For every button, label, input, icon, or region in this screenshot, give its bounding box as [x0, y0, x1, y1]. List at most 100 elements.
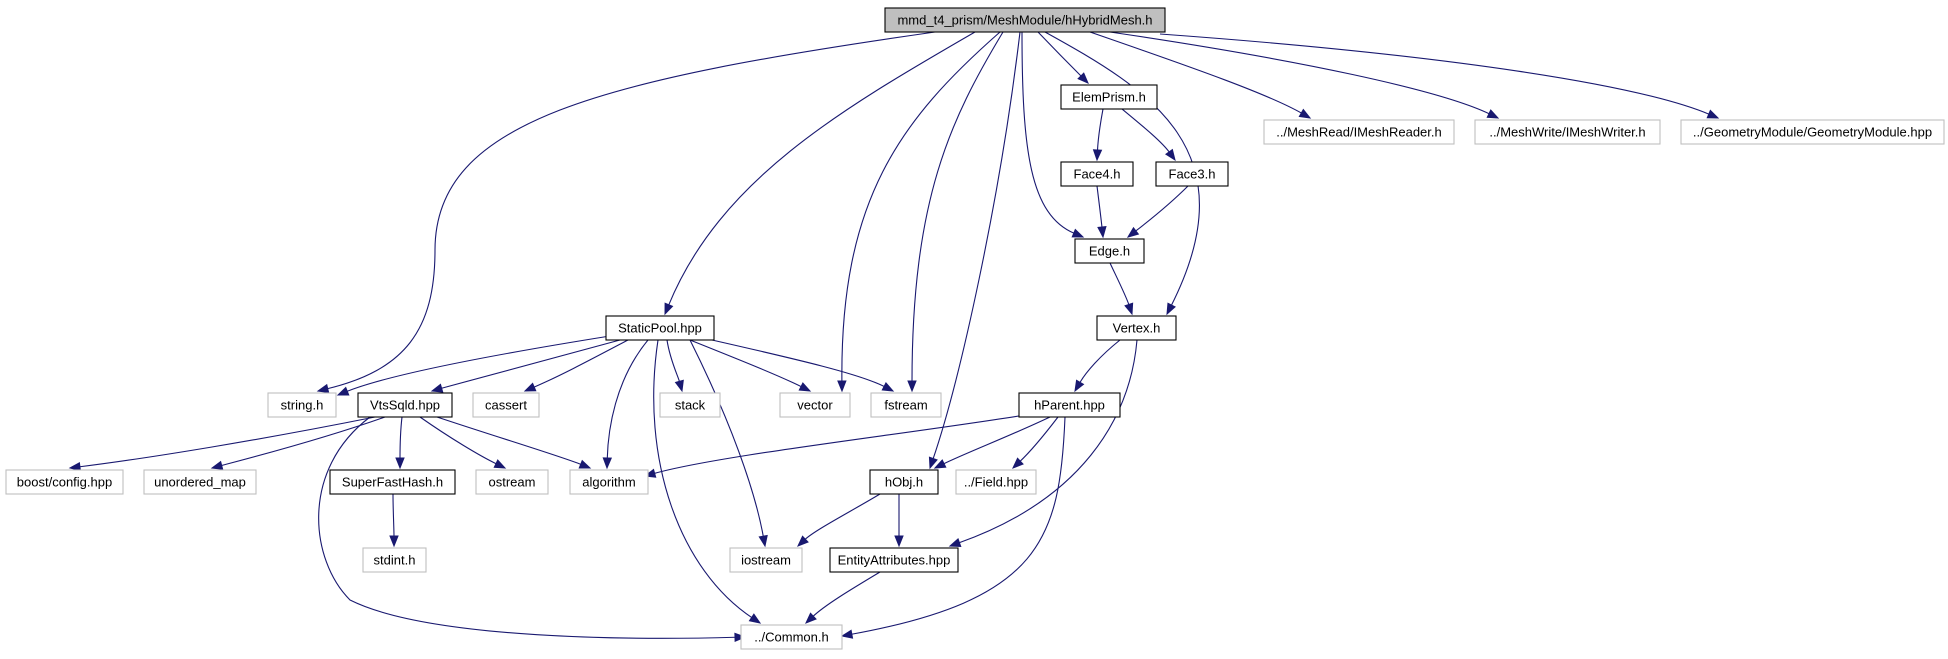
edge-vtssqld-to-ostream: [419, 416, 507, 469]
edge-line: [1096, 108, 1104, 152]
edge-line: [958, 339, 1138, 544]
node-box: [1096, 315, 1177, 341]
node-label: Edge.h: [1089, 244, 1130, 259]
edge-line: [653, 414, 1026, 475]
edge-line: [1044, 31, 1200, 307]
edge-staticpool-to-algorithm: [602, 339, 649, 470]
edge-line: [220, 416, 386, 467]
node-label: ../MeshRead/IMeshReader.h: [1276, 125, 1441, 140]
node-box: [729, 547, 803, 573]
edge-vtssqld-to-unorderedmap: [210, 416, 386, 470]
edge-arrowhead: [805, 612, 817, 624]
node-hobj[interactable]: hObj.h: [869, 469, 939, 495]
node-box: [955, 469, 1037, 495]
edge-root-to-vertex: [1044, 31, 1200, 316]
edge-line: [392, 493, 395, 538]
edges-layer: [68, 31, 1720, 643]
edge-line: [1089, 31, 1303, 114]
node-staticpool[interactable]: StaticPool.hpp: [605, 315, 715, 341]
edge-line: [850, 416, 1066, 635]
edge-arrowhead: [68, 461, 82, 472]
node-box: [884, 7, 1166, 33]
edge-face4-to-edge: [1096, 185, 1107, 239]
edge-arrowhead: [1298, 108, 1312, 119]
edge-root-to-imeshwriter: [1109, 31, 1500, 119]
node-fstream: fstream: [870, 392, 942, 418]
node-vtssqld[interactable]: VtsSqld.hpp: [357, 392, 453, 418]
node-algorithm: algorithm: [569, 469, 649, 495]
node-face4[interactable]: Face4.h: [1060, 161, 1134, 187]
node-box: [362, 547, 427, 573]
node-label: ostream: [489, 475, 536, 490]
node-box: [475, 469, 549, 495]
edge-root-to-vector: [837, 31, 1001, 393]
node-unorderedmap: unordered_map: [143, 469, 257, 495]
edge-vtssqld-to-superfasthash: [395, 416, 405, 470]
edge-vtssqld-to-boostconfig: [68, 416, 376, 472]
edge-hparent-to-hobj: [933, 416, 1051, 469]
edge-line: [942, 416, 1051, 465]
edge-root-to-elemprism: [1037, 31, 1089, 84]
edge-staticpool-to-vtssqld: [430, 339, 621, 393]
node-vector: vector: [779, 392, 851, 418]
node-ostream: ostream: [475, 469, 549, 495]
edge-line: [419, 416, 498, 465]
node-stringh: string.h: [267, 392, 337, 418]
edge-vertex-to-hparent: [1074, 339, 1121, 393]
edge-line: [326, 31, 936, 390]
edge-arrowhead: [948, 538, 962, 547]
node-common: ../Common.h: [740, 624, 843, 650]
node-face3[interactable]: Face3.h: [1155, 161, 1229, 187]
edge-elemprism-to-face3: [1121, 108, 1176, 162]
edge-root-to-edge: [1021, 31, 1085, 238]
node-imeshwriter: ../MeshWrite/IMeshWriter.h: [1474, 119, 1661, 145]
edge-hparent-to-algorithm: [643, 414, 1026, 478]
edge-arrowhead: [894, 535, 904, 548]
node-label: unordered_map: [154, 475, 246, 490]
node-label: ../Common.h: [754, 630, 828, 645]
node-label: string.h: [281, 398, 324, 413]
edge-line: [1159, 33, 1710, 115]
edge-line: [318, 416, 737, 639]
edge-superfasthash-to-stdint: [389, 493, 399, 548]
node-box: [829, 547, 959, 573]
node-entityattr[interactable]: EntityAttributes.hpp: [829, 547, 959, 573]
nodes-layer: mmd_t4_prism/MeshModule/hHybridMesh.hEle…: [5, 7, 1945, 650]
node-label: ../Field.hpp: [964, 475, 1028, 490]
edge-line: [1019, 416, 1059, 463]
edge-line: [932, 31, 1021, 460]
edge-line: [689, 339, 803, 388]
edge-line: [689, 339, 764, 538]
node-box: [5, 469, 124, 495]
edge-arrowhead: [797, 535, 809, 547]
node-box: [1060, 161, 1134, 187]
node-label: iostream: [741, 553, 791, 568]
edge-root-to-staticpool: [664, 31, 976, 316]
edge-hobj-to-entityattr: [894, 494, 904, 548]
edge-staticpool-to-stack: [666, 339, 684, 393]
node-box: [1060, 84, 1158, 110]
edge-arrowhead: [837, 380, 847, 393]
node-label: VtsSqld.hpp: [370, 398, 440, 413]
edge-arrowhead: [430, 383, 444, 393]
edge-arrowhead: [664, 302, 674, 316]
edge-arrowhead: [734, 632, 747, 643]
edge-hparent-to-field: [1012, 416, 1059, 469]
node-edge[interactable]: Edge.h: [1074, 238, 1145, 264]
edge-line: [1121, 108, 1171, 154]
edge-edge-to-vertex: [1109, 262, 1134, 316]
node-superfasthash[interactable]: SuperFastHash.h: [329, 469, 456, 495]
node-hparent[interactable]: hParent.hpp: [1018, 392, 1121, 418]
edge-root-to-imeshreader: [1089, 31, 1312, 119]
node-label: vector: [797, 398, 833, 413]
edge-vtssqld-to-common: [318, 416, 747, 643]
node-root: mmd_t4_prism/MeshModule/hHybridMesh.h: [884, 7, 1166, 33]
node-elemprism[interactable]: ElemPrism.h: [1060, 84, 1158, 110]
edge-arrowhead: [1126, 226, 1140, 238]
node-vertex[interactable]: Vertex.h: [1096, 315, 1177, 341]
node-label: stdint.h: [374, 553, 416, 568]
node-label: Vertex.h: [1113, 321, 1161, 336]
edge-root-to-geommodule: [1159, 33, 1720, 119]
edge-root-to-fstream: [907, 31, 1004, 393]
